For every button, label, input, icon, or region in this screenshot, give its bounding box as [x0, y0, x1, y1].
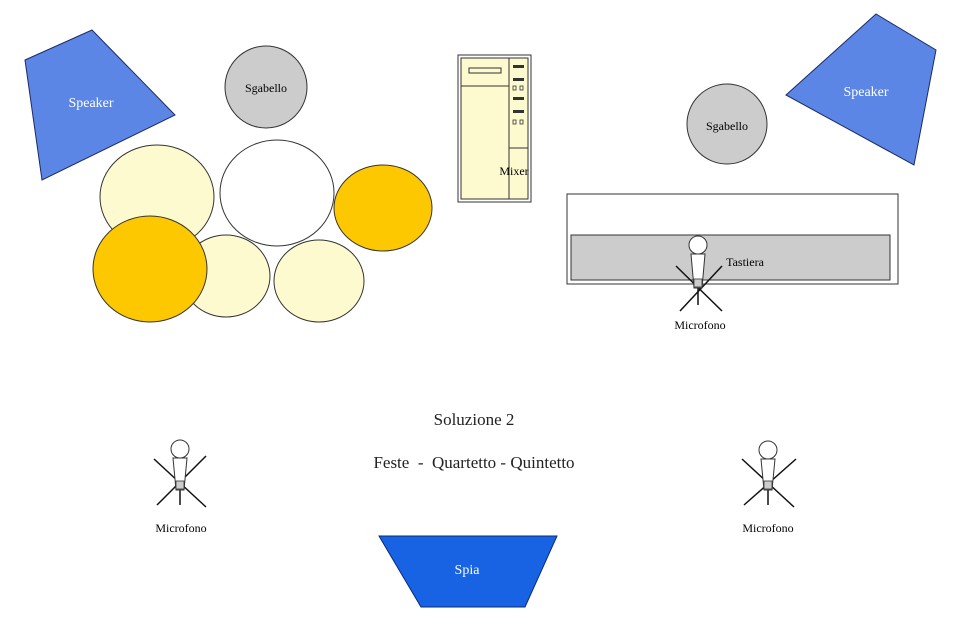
stool-right-label: Sgabello [706, 119, 748, 133]
microphone-right-label: Microfono [742, 521, 793, 535]
microphone-keyboard: Microfono [674, 235, 726, 332]
microphone-left-head [170, 439, 190, 459]
mixer: Mixer [457, 54, 532, 203]
mixer-label: Mixer [499, 164, 528, 178]
stool-left-shape [224, 45, 308, 129]
speaker-right-shape [785, 13, 937, 166]
microphone-right-head [758, 440, 778, 460]
cymbal-left [92, 215, 208, 323]
stage-monitor-label: Spia [455, 563, 481, 578]
microphone-left: Microfono [153, 439, 207, 535]
diagram-subtitle: Feste - Quartetto - Quintetto [373, 453, 574, 472]
drum-floor-tom [273, 239, 365, 323]
stool-left-label: Sgabello [245, 81, 287, 95]
speaker-right-label: Speaker [843, 85, 888, 100]
microphone-keyboard-head [688, 235, 708, 255]
cymbal-right [333, 164, 433, 252]
keyboard-label: Tastiera [726, 255, 764, 269]
mixer-body [460, 57, 529, 200]
microphone-keyboard-label: Microfono [674, 318, 725, 332]
drum-kit [92, 139, 433, 323]
microphone-left-label: Microfono [155, 521, 206, 535]
microphone-right: Microfono [741, 440, 797, 535]
stool-left: Sgabello [224, 45, 308, 129]
speaker-left: Speaker [24, 29, 176, 181]
speaker-left-label: Speaker [68, 96, 113, 111]
stool-right: Sgabello [686, 83, 768, 165]
stage-monitor-shape [378, 535, 558, 608]
stage-monitor: Spia [378, 535, 558, 608]
speaker-right: Speaker [785, 13, 937, 166]
drum-bass [219, 139, 335, 247]
keyboard-body [570, 234, 891, 281]
diagram-title: Soluzione 2 [434, 410, 515, 429]
stool-right-shape [686, 83, 768, 165]
speaker-left-shape [24, 29, 176, 181]
keyboard: Tastiera [566, 193, 899, 285]
